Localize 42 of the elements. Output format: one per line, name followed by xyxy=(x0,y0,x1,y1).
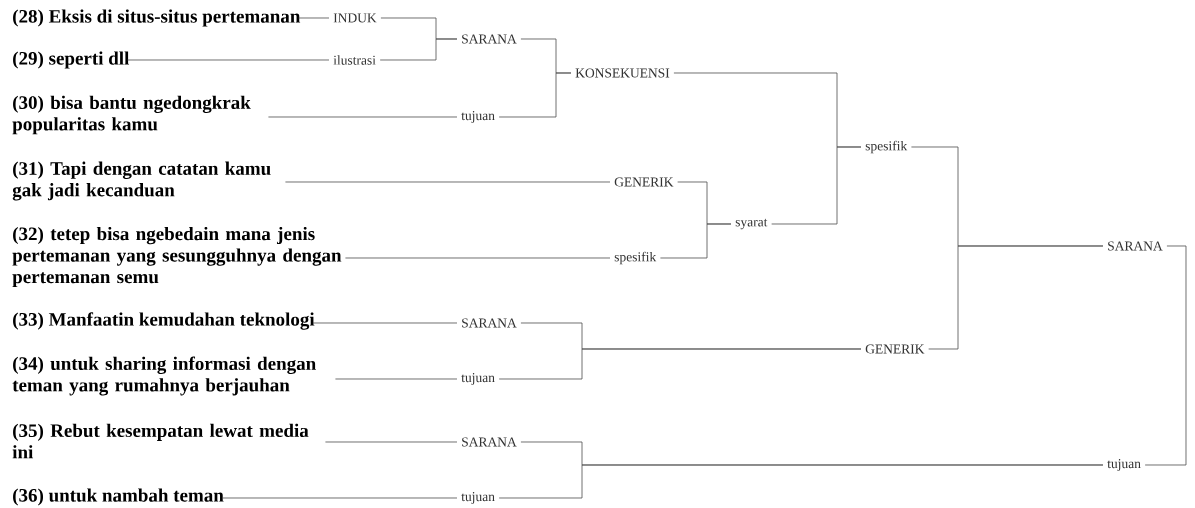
relation-label: tujuan xyxy=(461,492,495,504)
connector-line xyxy=(285,181,611,183)
clause-text: (28) Eksis di situs-situs pertemanan xyxy=(13,9,301,27)
relation-label: spesifik xyxy=(614,251,657,265)
clause-text: (34) untuk sharing informasi dengan teman yang rumahnya berjauhan xyxy=(12,356,316,396)
connector-line xyxy=(325,441,458,443)
clause-text: (32) tetep bisa ngebedain mana jenis pertemanan yang sesungguhnya dengan pertemanan semu xyxy=(12,226,342,288)
connector-line xyxy=(928,245,1104,350)
clause-text: (31) Tapi dengan catatan kamu gak jadi kecanduan xyxy=(12,161,271,201)
relation-label: SARANA xyxy=(462,318,517,328)
connector-line xyxy=(298,17,330,19)
relation-label: syarat xyxy=(735,218,768,230)
connector-line xyxy=(660,223,732,259)
clause-text: (33) Manfaatin kemudahan teknologi xyxy=(13,312,315,330)
connector-line xyxy=(1144,245,1187,466)
relation-label: SARANA xyxy=(1108,241,1163,251)
relation-label: SARANA xyxy=(462,34,517,44)
relation-label: tujuan xyxy=(1107,459,1141,471)
relation-label: tujuan xyxy=(461,111,495,123)
relation-label: KONSEKUENSI xyxy=(575,68,670,78)
relation-label: tujuan xyxy=(461,373,495,385)
connector-line xyxy=(127,59,330,61)
relation-label: INDUK xyxy=(333,13,377,23)
relation-label: GENERIK xyxy=(614,177,674,187)
clause-text: (30) bisa bantu ngedongkrak popularitas kamu xyxy=(12,95,251,135)
connector-line xyxy=(771,146,862,225)
relation-label: GENERIK xyxy=(865,344,925,354)
connector-line xyxy=(268,116,458,118)
connector-line xyxy=(345,257,611,259)
connector-line xyxy=(221,497,458,499)
clause-text: (36) untuk nambah teman xyxy=(13,488,224,506)
connector-line xyxy=(335,378,458,380)
connector-line xyxy=(498,348,862,380)
clause-text: (35) Rebut kesempatan lewat media ini xyxy=(12,423,309,459)
clause-text: (29) seperti dll xyxy=(13,51,130,69)
relation-label: ilustrasi xyxy=(333,55,376,65)
relation-label: SARANA xyxy=(462,437,517,447)
connector-line xyxy=(379,38,458,61)
connector-line xyxy=(312,322,458,324)
connector-line xyxy=(498,464,1104,499)
connector-line xyxy=(498,72,572,118)
relation-label: spesifik xyxy=(865,140,908,154)
